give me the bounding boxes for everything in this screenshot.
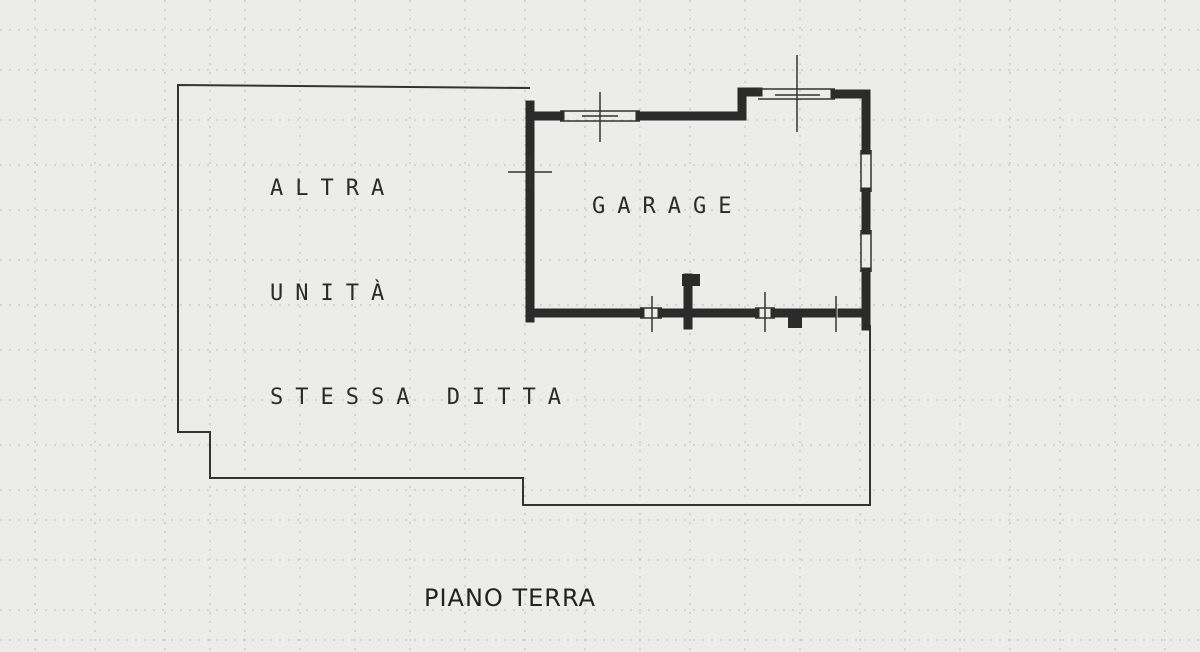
floor-label: PIANO TERRA bbox=[424, 584, 597, 612]
garage-wall-top-right bbox=[830, 89, 871, 155]
crosshair-top-right bbox=[775, 55, 820, 132]
room-label-other-unit-1: ALTRA bbox=[270, 176, 397, 201]
room-label-garage: GARAGE bbox=[592, 194, 744, 219]
room-label-other-unit-2: UNITÀ bbox=[270, 281, 397, 306]
room-label-other-unit-3: STESSA DITTA bbox=[270, 385, 573, 410]
garage-notch bbox=[788, 316, 802, 328]
window-right-lower bbox=[860, 230, 872, 272]
window-right bbox=[860, 150, 872, 192]
crosshair-left bbox=[508, 158, 552, 186]
garage-wall-top-mid bbox=[635, 87, 763, 121]
opening-bottom-1 bbox=[640, 307, 662, 319]
crosshair-top-left bbox=[582, 92, 618, 142]
garage-pillar bbox=[682, 274, 700, 286]
section-marks bbox=[508, 55, 837, 332]
garage-walls bbox=[525, 87, 871, 331]
other-unit-outline bbox=[177, 83, 871, 506]
